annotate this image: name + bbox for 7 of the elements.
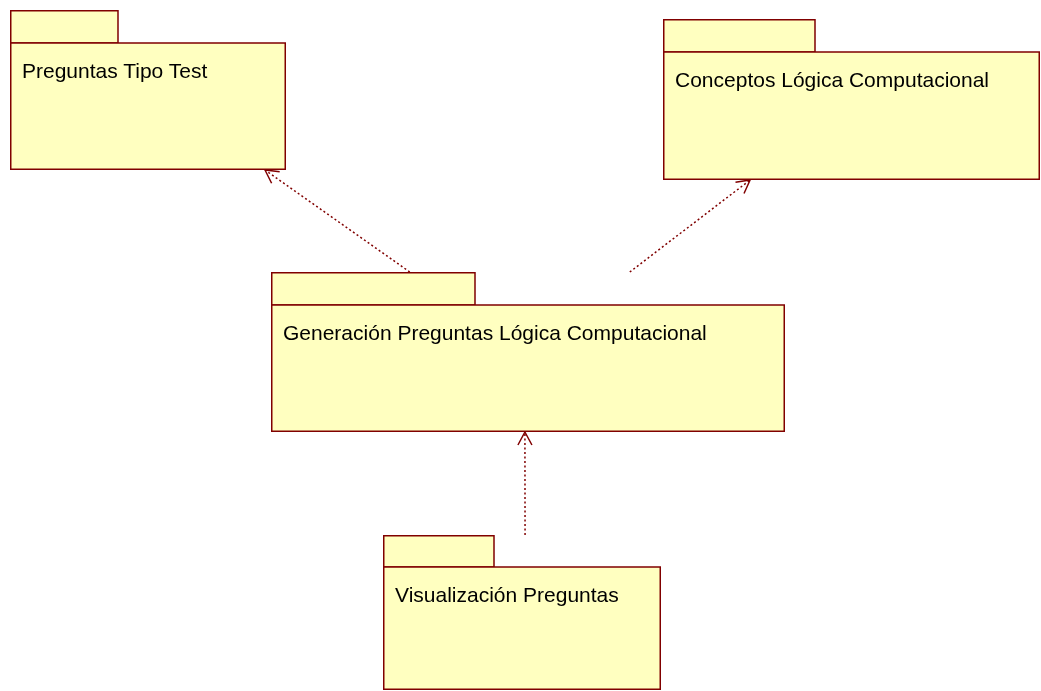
package-name: Conceptos Lógica Computacional bbox=[675, 67, 990, 93]
package-name: Visualización Preguntas bbox=[395, 582, 619, 608]
package-name: Preguntas Tipo Test bbox=[22, 58, 208, 84]
package-name: Generación Preguntas Lógica Computacional bbox=[283, 320, 707, 346]
dependency-arrow bbox=[517, 431, 533, 536]
dependency-arrow bbox=[629, 179, 751, 273]
dependency-arrow bbox=[264, 169, 411, 273]
